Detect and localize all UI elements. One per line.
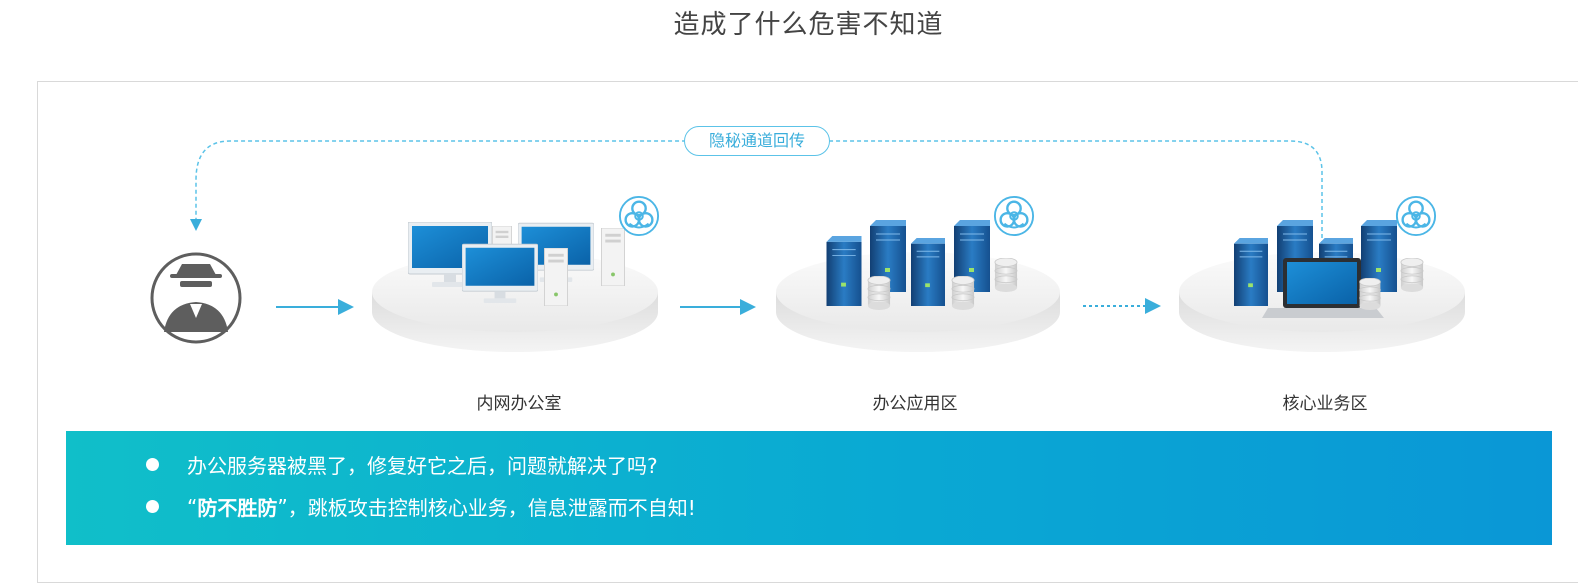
bullet-dot <box>146 500 159 513</box>
hacker-icon <box>150 252 242 344</box>
bullet-dot <box>146 458 159 471</box>
bullet-emphasis: 防不胜防 <box>197 496 278 520</box>
bullet-text: ，跳板攻击控制核心业务，信息泄露而不自知! <box>287 496 696 520</box>
platform-office <box>372 195 660 352</box>
bullet-point: 办公服务器被黑了，修复好它之后，问题就解决了吗? <box>146 450 658 479</box>
attack-path-diagram <box>150 140 1465 352</box>
biohazard-icon <box>1395 195 1437 237</box>
database-icon <box>867 276 891 310</box>
zone-label-office: 内网办公室 <box>476 394 562 414</box>
server-icon <box>910 238 946 306</box>
database-icon <box>951 276 975 310</box>
summary-banner: 办公服务器被黑了，修复好它之后，问题就解决了吗? “防不胜防”，跳板攻击控制核心… <box>66 431 1552 545</box>
tower-icon <box>544 248 568 306</box>
zone-label-app: 办公应用区 <box>872 394 958 414</box>
biohazard-icon <box>993 195 1035 237</box>
page-title: 造成了什么危害不知道 <box>673 10 944 40</box>
tower-icon <box>601 228 625 286</box>
biohazard-icon <box>618 195 660 237</box>
bullet-quote-open: “ <box>187 494 198 519</box>
bullet-quote-close: ” <box>277 494 288 519</box>
server-icon <box>826 236 862 306</box>
server-icon <box>1233 238 1269 306</box>
laptop-icon <box>1262 258 1384 318</box>
database-icon <box>994 258 1018 292</box>
database-icon <box>1400 258 1424 292</box>
database-icon <box>1359 278 1381 310</box>
platform-app <box>776 195 1060 352</box>
covert-channel-path <box>190 140 1323 245</box>
zone-label-core: 核心业务区 <box>1282 394 1368 414</box>
covert-channel-label: 隐秘通道回传 <box>684 126 830 156</box>
platform-core <box>1179 195 1465 352</box>
bullet-point: “防不胜防”，跳板攻击控制核心业务，信息泄露而不自知! <box>146 492 696 521</box>
bullet-text: 办公服务器被黑了，修复好它之后，问题就解决了吗? <box>187 454 658 478</box>
